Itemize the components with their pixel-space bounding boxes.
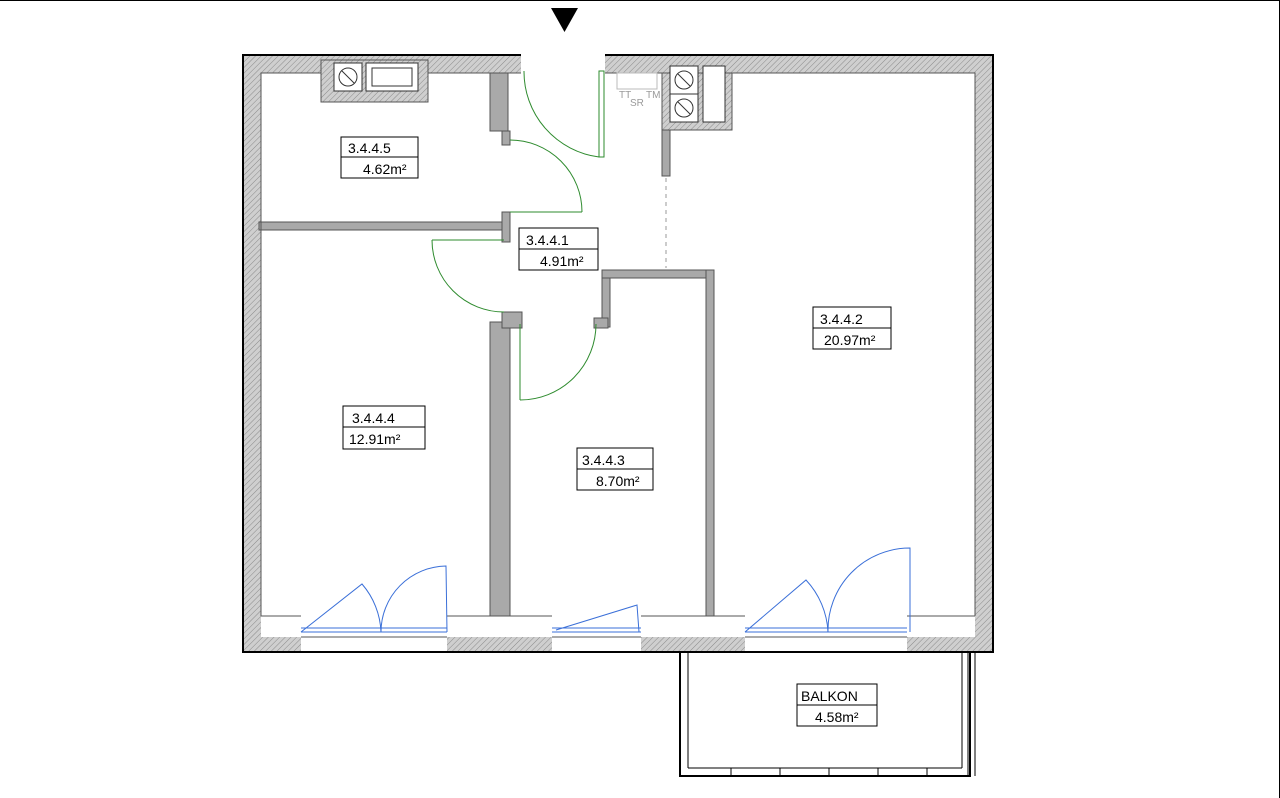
interior-walls xyxy=(258,59,733,617)
room-label-3-4-4-5: 3.4.4.5 4.62m² xyxy=(340,136,419,179)
svg-text:3.4.4.2: 3.4.4.2 xyxy=(820,311,863,327)
kitchen-fixtures xyxy=(616,65,726,123)
svg-text:3.4.4.5: 3.4.4.5 xyxy=(348,140,391,156)
bathroom-fixtures xyxy=(333,62,419,92)
fixture-label-tm: TM xyxy=(646,90,660,101)
door-room-3 xyxy=(519,323,597,401)
window-living-left xyxy=(744,579,829,633)
room-label-3-4-4-2: 3.4.4.2 20.97m² xyxy=(812,306,892,350)
fixture-label-tt: TT xyxy=(619,90,631,101)
room-label-3-4-4-3: 3.4.4.3 8.70m² xyxy=(576,447,654,491)
interior-outline xyxy=(260,72,976,638)
svg-text:3.4.4.3: 3.4.4.3 xyxy=(582,452,625,468)
svg-text:8.70m²: 8.70m² xyxy=(596,473,640,489)
balcony xyxy=(679,651,976,777)
fixture-label-sr: SR xyxy=(630,98,644,109)
room-label-balkon: BALKON 4.58m² xyxy=(796,683,878,727)
window-room-3 xyxy=(555,604,640,633)
svg-text:3.4.4.1: 3.4.4.1 xyxy=(526,232,569,248)
room-label-3-4-4-4: 3.4.4.4 12.91m² xyxy=(342,405,426,450)
svg-text:4.58m²: 4.58m² xyxy=(815,709,859,725)
svg-text:20.97m²: 20.97m² xyxy=(824,332,876,348)
svg-text:3.4.4.4: 3.4.4.4 xyxy=(352,410,395,426)
room-label-3-4-4-1: 3.4.4.1 4.91m² xyxy=(518,227,599,271)
door-bathroom xyxy=(509,139,583,213)
door-entrance xyxy=(523,70,600,158)
svg-text:12.91m²: 12.91m² xyxy=(349,431,401,447)
door-entrance-leaf xyxy=(598,70,605,158)
windows xyxy=(300,547,911,633)
window-bedroom-right xyxy=(380,565,448,633)
svg-text:4.91m²: 4.91m² xyxy=(540,253,584,269)
entrance-arrow-icon xyxy=(551,8,578,32)
svg-text:BALKON: BALKON xyxy=(801,688,858,704)
svg-text:4.62m²: 4.62m² xyxy=(363,161,407,177)
window-bedroom-left xyxy=(300,583,382,633)
window-living-right xyxy=(827,547,911,633)
door-bedroom xyxy=(431,239,505,313)
interior-doors xyxy=(431,70,605,401)
